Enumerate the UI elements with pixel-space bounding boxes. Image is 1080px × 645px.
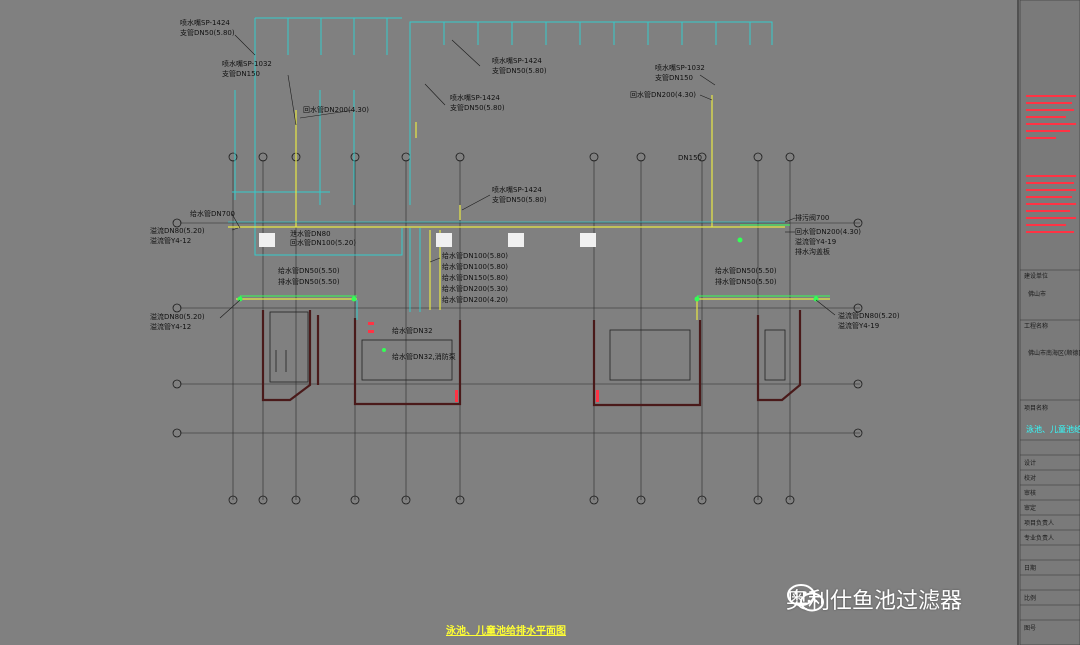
tb-row-scale: 比例 <box>1024 594 1036 602</box>
label-overflow-e1: 溢流DN80(5.20) <box>150 312 205 321</box>
label-overflow-e4: 溢流管Y4-19 <box>838 321 879 330</box>
label-return-3: 回水管DN100(5.20) <box>290 238 356 247</box>
pool-outline-left <box>232 17 403 256</box>
label-supply-d1: 给水管DN50(5.50) <box>278 266 340 275</box>
label-sprinkler-3: 喷水嘴SP-1424 <box>492 56 542 65</box>
walls <box>261 310 802 407</box>
label-drain: 泄水管DN80 <box>290 229 331 238</box>
title-block: 建设单位 佛山市 工程名称 佛山市南海区(顺德区) 项目名称 泳池、儿童池给 设… <box>1019 0 1080 645</box>
tb-row-item: 项目名称 <box>1024 404 1048 412</box>
filter-units <box>259 233 596 247</box>
tb-row-lead: 专业负责人 <box>1024 534 1054 542</box>
label-gutter: 排水沟盖板 <box>795 247 830 256</box>
label-supply-c4: 给水管DN200(5.30) <box>442 284 508 293</box>
wechat-icon <box>787 584 824 612</box>
label-branch-6: 支管DN150 <box>655 73 693 82</box>
label-overflow-1: 溢流DN80(5.20) <box>150 226 205 235</box>
label-supply-c3: 给水管DN150(5.80) <box>442 273 508 282</box>
tb-row-design: 设计 <box>1024 459 1036 467</box>
label-sprinkler-5: 喷水嘴SP-1424 <box>492 185 542 194</box>
overflow-pipes <box>240 224 830 297</box>
tb-row-date: 日期 <box>1024 564 1036 572</box>
label-dn150: DN150 <box>678 154 702 162</box>
label-overflow-e2: 溢流管Y4-12 <box>150 322 191 331</box>
leader-lines <box>219 34 836 319</box>
label-sprinkler-2: 喷水嘴SP-1032 <box>222 59 272 68</box>
tb-client-name: 佛山市 <box>1028 290 1046 298</box>
axis-bubbles <box>172 152 863 505</box>
label-sprinkler-1: 喷水嘴SP-1424 <box>180 18 230 27</box>
drawing-caption: 泳池、儿童池给排水平面图 <box>446 626 566 637</box>
tb-row-project: 工程名称 <box>1024 322 1048 330</box>
tb-row-pm: 项目负责人 <box>1024 519 1054 527</box>
tb-row-approve: 审定 <box>1024 504 1036 512</box>
label-overflow-e3: 溢流管DN80(5.20) <box>838 311 900 320</box>
pipe-labels: 喷水嘴SP-1424 支管DN50(5.80) 喷水嘴SP-1032 支管DN1… <box>150 18 900 361</box>
label-overflow-2: 溢流管Y4-12 <box>150 236 191 245</box>
label-return-2: 回水管DN200(4.30) <box>630 90 696 99</box>
label-supply-dn32-pump: 给水管DN32,消防泵 <box>392 352 456 361</box>
tb-row-client: 建设单位 <box>1024 272 1048 280</box>
label-sprinkler-4: 喷水嘴SP-1424 <box>450 93 500 102</box>
tb-row-check: 校对 <box>1024 474 1036 482</box>
grid-axes <box>180 160 860 500</box>
label-return-1: 回水管DN200(4.30) <box>303 105 369 114</box>
tb-row-number: 图号 <box>1024 625 1036 632</box>
label-branch-1: 支管DN50(5.80) <box>180 28 235 37</box>
label-branch-2: 支管DN150 <box>222 69 260 78</box>
label-supply-d3: 给水管DN50(5.50) <box>715 266 777 275</box>
valves <box>237 237 819 352</box>
label-supply-c5: 给水管DN200(4.20) <box>442 295 508 304</box>
tb-row-review: 审核 <box>1024 489 1036 497</box>
label-supply-700: 给水管DN700 <box>190 209 235 218</box>
tb-drawing-title: 泳池、儿童池给 <box>1026 424 1080 434</box>
label-supply-dn32: 给水管DN32 <box>392 326 433 335</box>
label-drain-d4: 排水管DN50(5.50) <box>715 277 777 286</box>
label-drain-valve: 排污阀700 <box>795 213 829 222</box>
pool-outline-right <box>356 21 773 320</box>
supply-pipes <box>228 95 830 320</box>
label-sprinkler-6: 喷水嘴SP-1032 <box>655 63 705 72</box>
room-details <box>269 311 786 383</box>
label-drain-d2: 排水管DN50(5.50) <box>278 277 340 286</box>
label-branch-5: 支管DN50(5.80) <box>492 195 547 204</box>
wechat-watermark: 奥利仕鱼池过滤器 <box>786 583 962 615</box>
label-supply-c2: 给水管DN100(5.80) <box>442 262 508 271</box>
label-overflow-3: 溢流管Y4-19 <box>795 237 836 246</box>
label-supply-c1: 给水管DN100(5.80) <box>442 251 508 260</box>
label-branch-4: 支管DN50(5.80) <box>450 103 505 112</box>
tb-project-name: 佛山市南海区(顺德区) <box>1028 349 1080 357</box>
label-branch-3: 支管DN50(5.80) <box>492 66 547 75</box>
label-return-4: 回水管DN200(4.30) <box>795 227 861 236</box>
